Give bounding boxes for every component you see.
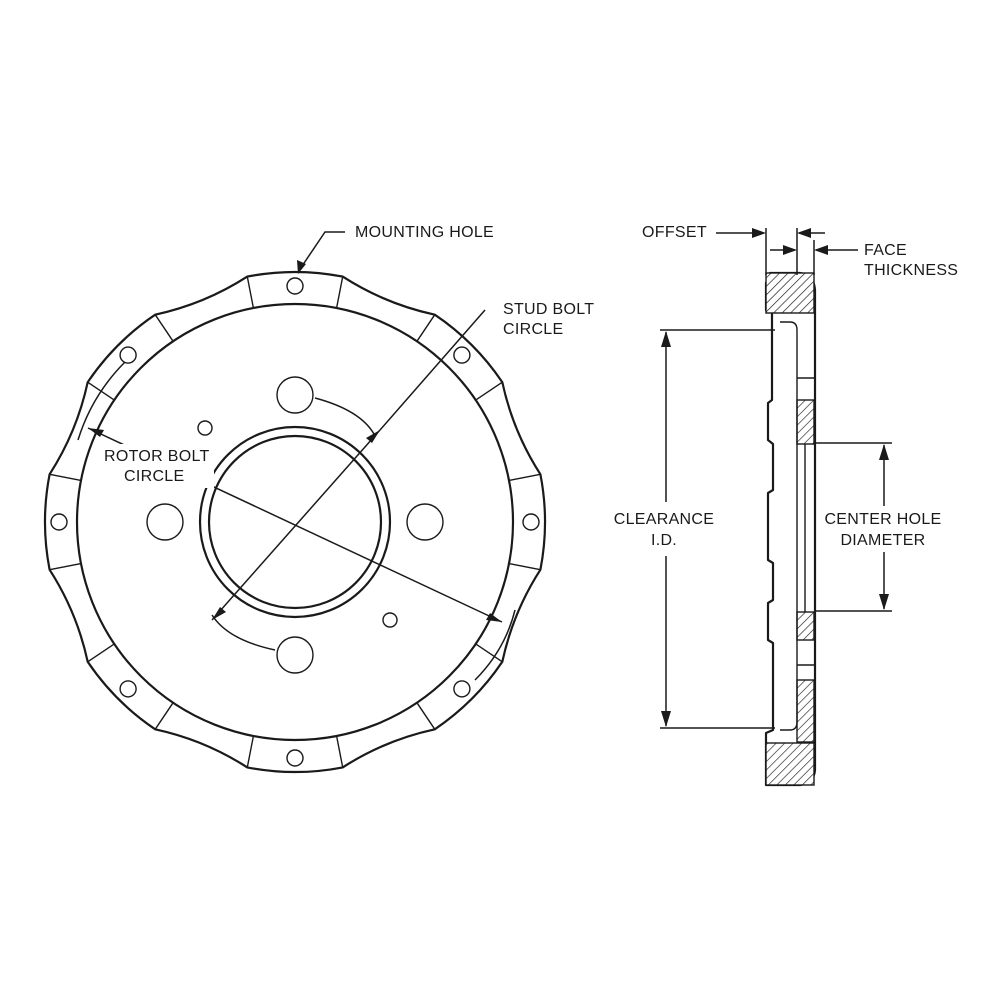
clearance-id-label-line2: I.D.	[651, 532, 677, 549]
tab-separator-line	[246, 276, 255, 309]
side-view: OFFSET FACE THICKNESS CLEARANCE I.D. CEN…	[614, 224, 958, 787]
hatch-lower-face	[796, 611, 815, 641]
mounting-hole	[453, 346, 471, 364]
small-hole-upper-left	[197, 420, 213, 436]
mounting-hole	[286, 277, 304, 295]
front-view: MOUNTING HOLE STUD BOLT CIRCLE ROTOR BOL…	[43, 224, 594, 774]
stud-bolt-leader	[379, 309, 486, 431]
hatch-lower-wall	[796, 679, 815, 743]
stud-bolt-circle-label-line2: CIRCLE	[503, 321, 563, 338]
stud-bolt-arrow-bottom	[212, 607, 226, 620]
clearance-arrow-bottom	[661, 711, 671, 727]
inner-flange-circle	[75, 302, 515, 742]
center-hole-inner	[207, 434, 383, 610]
inner-wall-line	[780, 321, 798, 731]
rotor-bolt-circle-label-line2: CIRCLE	[124, 468, 184, 485]
stud-bolt-circle-label-line1: STUD BOLT	[503, 301, 594, 318]
mounting-hole	[286, 749, 304, 767]
small-hole-lower-right	[382, 612, 398, 628]
clearance-arrow-top	[661, 331, 671, 347]
tab-separator-line	[154, 314, 174, 342]
mounting-hole	[453, 680, 471, 698]
stud-bolt-arc-upper	[314, 397, 375, 435]
rotor-bolt-label-backdrop	[98, 444, 214, 488]
hatch-bottom-flange	[765, 742, 815, 786]
face-thickness-arrow-right	[814, 245, 828, 255]
face-thickness-label-line2: THICKNESS	[864, 262, 958, 279]
tab-separator-line	[416, 702, 436, 730]
tab-separator-line	[416, 314, 436, 342]
tab-separator-line	[87, 643, 115, 663]
rotor-bolt-arrow-left	[88, 428, 104, 437]
center-hole-arrow-bottom	[879, 594, 889, 610]
center-hole-diameter-label-line2: DIAMETER	[840, 532, 925, 549]
tab-separator-line	[475, 381, 503, 401]
rotor-bolt-arc-right	[474, 609, 516, 681]
mounting-hole	[50, 513, 68, 531]
rotor-bolt-circle-label-line1: ROTOR BOLT	[104, 448, 210, 465]
mounting-hole	[522, 513, 540, 531]
mounting-hole-label: MOUNTING HOLE	[355, 224, 494, 241]
clearance-id-label-line1: CLEARANCE	[614, 511, 715, 528]
offset-arrow-right	[797, 228, 811, 238]
scalloped-outer-flange	[43, 270, 547, 774]
center-hole-diameter-label-line1: CENTER HOLE	[824, 511, 941, 528]
stud-bolt-arc-lower	[211, 614, 276, 651]
offset-arrow-left	[752, 228, 766, 238]
mounting-hole-arrow	[297, 260, 306, 274]
tab-separator-line	[49, 562, 82, 571]
mounting-hole	[119, 346, 137, 364]
tab-separator-line	[246, 735, 255, 768]
rotor-bolt-arc-left	[77, 361, 126, 441]
tab-separator-line	[49, 473, 82, 482]
offset-label: OFFSET	[642, 224, 707, 241]
center-hole-arrow-top	[879, 444, 889, 460]
mounting-tab-separators	[49, 276, 541, 768]
center-hole-outer	[198, 425, 392, 619]
mounting-hole	[119, 680, 137, 698]
face-thickness-label-line1: FACE	[864, 242, 907, 259]
tab-separator-line	[475, 643, 503, 663]
tab-separator-line	[335, 735, 344, 768]
tab-separator-line	[154, 702, 174, 730]
stud-hole-right	[406, 503, 444, 541]
mounting-hole-leader	[297, 231, 345, 273]
tab-separator-line	[508, 562, 541, 571]
stud-bolt-arrow-top	[366, 430, 380, 443]
hatch-upper-face	[796, 399, 815, 445]
stud-hole-top	[276, 376, 314, 414]
rotor-bolt-arrow-right	[486, 613, 502, 622]
face-thickness-arrow-left	[783, 245, 797, 255]
mounting-holes	[50, 277, 540, 767]
stud-hole-left	[146, 503, 184, 541]
hatch-top-flange	[765, 272, 815, 314]
stud-hole-bottom	[276, 636, 314, 674]
tab-separator-line	[508, 473, 541, 482]
tab-separator-line	[335, 276, 344, 309]
